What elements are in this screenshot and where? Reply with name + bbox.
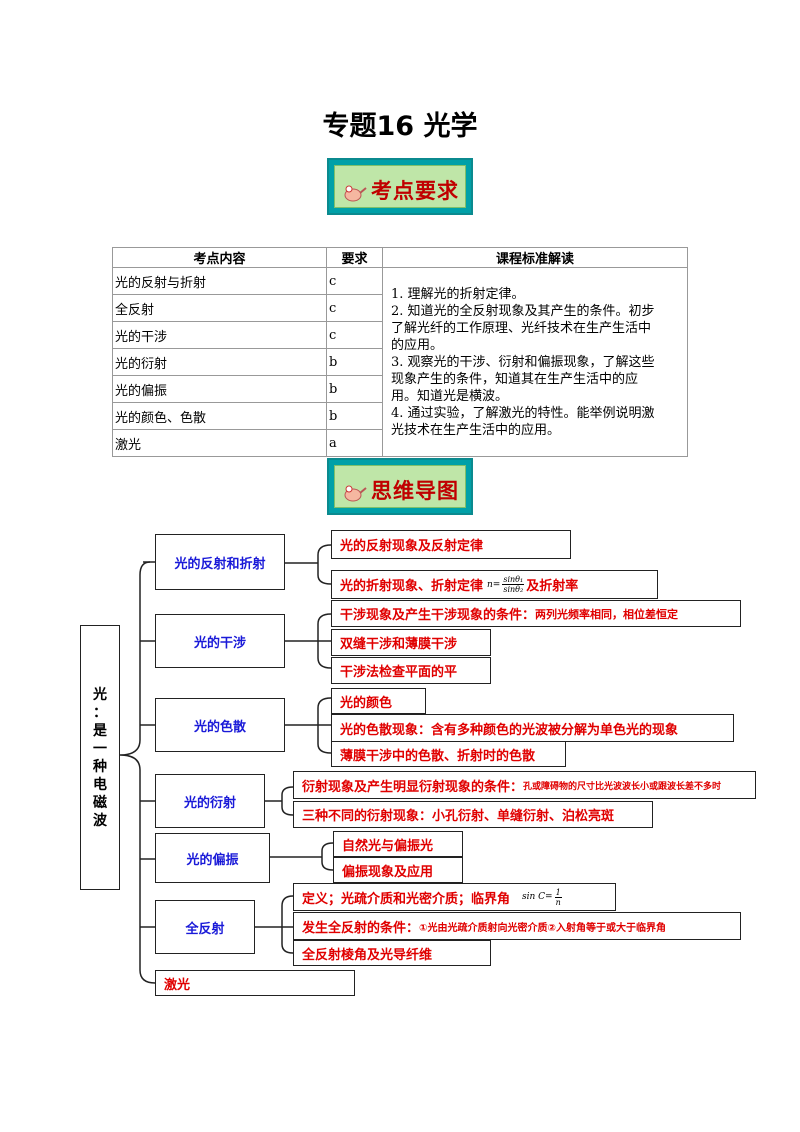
leaf-critical-angle: 定义；光疏介质和光密介质；临界角 sin C= 1 n bbox=[293, 883, 616, 911]
formula-fraction: 1 n bbox=[554, 887, 562, 907]
table-row: 激光 a bbox=[112, 429, 688, 457]
topic-cell: 光的衍射 bbox=[112, 348, 327, 376]
topic-cell: 光的反射与折射 bbox=[112, 267, 327, 295]
siwei-badge: 思维导图 bbox=[327, 458, 473, 515]
table-row: 光的偏振 b bbox=[112, 375, 688, 403]
refraction-formula: n= sinθ₁ sinθ₂ bbox=[487, 575, 525, 594]
leaf-natural-polarized: 自然光与偏振光 bbox=[333, 831, 463, 857]
kaodian-badge: 考点要求 bbox=[327, 158, 473, 215]
table-row: 全反射 c bbox=[112, 294, 688, 322]
leaf-total-condition-text: 发生全反射的条件： bbox=[302, 920, 420, 936]
level-cell: b bbox=[326, 348, 383, 376]
standard-line: 了解光纤的工作原理、光纤技术在生产生活中 bbox=[391, 320, 652, 336]
category-dispersion: 光的色散 bbox=[155, 698, 285, 752]
standard-line: 现象产生的条件，知道其在生产生活中的应 bbox=[391, 371, 639, 387]
leaf-refraction-text: 光的折射现象、折射定律 bbox=[340, 579, 484, 594]
standard-cell: 1. 理解光的折射定律。 2. 知道光的全反射现象及其产生的条件。初步 了解光纤… bbox=[382, 267, 688, 457]
formula-denominator: sinθ₂ bbox=[503, 585, 524, 594]
root-char: 波 bbox=[93, 812, 107, 829]
siwei-badge-label: 思维导图 bbox=[371, 479, 459, 503]
leaf-dispersion-phenomenon: 光的色散现象：含有多种颜色的光波被分解为单色光的现象 bbox=[331, 714, 734, 742]
category-polarization: 光的偏振 bbox=[155, 833, 270, 883]
kaodian-badge-label: 考点要求 bbox=[371, 179, 459, 203]
formula-lhs: sin C= bbox=[522, 892, 553, 902]
leaf-total-condition-detail: ①光由光疏介质射向光密介质②入射角等于或大于临界角 bbox=[419, 922, 666, 934]
leaf-critical-text: 定义；光疏介质和光密介质；临界角 bbox=[302, 891, 511, 907]
leaf-diffraction-text: 衍射现象及产生明显衍射现象的条件： bbox=[302, 779, 524, 795]
root-char: 电 bbox=[93, 776, 107, 793]
table-row: 光的颜色、色散 b bbox=[112, 402, 688, 430]
root-char: 磁 bbox=[93, 794, 107, 811]
root-char: 种 bbox=[93, 758, 107, 775]
root-char: 一 bbox=[93, 740, 107, 757]
requirements-table: 考点内容 要求 课程标准解读 光的反射与折射 c 1. 理解光的折射定律。 2.… bbox=[112, 247, 688, 457]
leaf-interference-condition: 干涉现象及产生干涉现象的条件： 两列光频率相同，相位差恒定 bbox=[331, 600, 741, 627]
leaf-double-slit: 双缝干涉和薄膜干涉 bbox=[331, 629, 491, 656]
header-standard: 课程标准解读 bbox=[382, 247, 688, 268]
standard-line: 2. 知道光的全反射现象及其产生的条件。初步 bbox=[391, 303, 655, 319]
leaf-film-dispersion: 薄膜干涉中的色散、折射时的色散 bbox=[331, 741, 566, 767]
leaf-interference-detail: 两列光频率相同，相位差恒定 bbox=[535, 607, 679, 621]
critical-angle-formula: sin C= 1 n bbox=[522, 888, 562, 907]
standard-line: 1. 理解光的折射定律。 bbox=[391, 286, 525, 302]
category-laser: 激光 bbox=[155, 970, 355, 996]
standard-line: 4. 通过实验，了解激光的特性。能举例说明激 bbox=[391, 405, 655, 421]
level-cell: a bbox=[326, 429, 383, 457]
leaf-light-color: 光的颜色 bbox=[331, 688, 426, 714]
teapot-icon bbox=[344, 485, 367, 502]
leaf-diffraction-detail: 孔或障碍物的尺寸比光波波长小或跟波长差不多时 bbox=[523, 781, 722, 792]
topic-cell: 光的偏振 bbox=[112, 375, 327, 403]
root-char: ： bbox=[93, 704, 107, 721]
formula-n: n= bbox=[487, 579, 501, 590]
header-topic: 考点内容 bbox=[112, 247, 327, 268]
table-row: 光的衍射 b bbox=[112, 348, 688, 376]
category-diffraction: 光的衍射 bbox=[155, 774, 265, 828]
topic-cell: 全反射 bbox=[112, 294, 327, 322]
category-total-reflection: 全反射 bbox=[155, 900, 255, 954]
category-reflection-refraction: 光的反射和折射 bbox=[155, 534, 285, 590]
leaf-refraction-suffix: 及折射率 bbox=[526, 579, 579, 594]
leaf-reflection-law: 光的反射现象及反射定律 bbox=[331, 530, 571, 559]
teapot-icon bbox=[344, 185, 367, 202]
standard-line: 用。知道光是横波。 bbox=[391, 388, 509, 404]
formula-fraction: sinθ₁ sinθ₂ bbox=[502, 575, 525, 594]
root-char: 是 bbox=[93, 722, 107, 739]
mindmap-root: 光 ： 是 一 种 电 磁 波 bbox=[80, 625, 120, 890]
leaf-total-reflection-condition: 发生全反射的条件： ①光由光疏介质射向光密介质②入射角等于或大于临界角 bbox=[293, 912, 741, 940]
topic-cell: 光的颜色、色散 bbox=[112, 402, 327, 430]
table-row: 光的反射与折射 c 1. 理解光的折射定律。 2. 知道光的全反射现象及其产生的… bbox=[112, 267, 688, 457]
category-interference: 光的干涉 bbox=[155, 614, 285, 668]
standard-line: 的应用。 bbox=[391, 337, 444, 353]
level-cell: c bbox=[326, 267, 383, 295]
formula-numerator: 1 bbox=[554, 887, 562, 898]
leaf-refraction-law: 光的折射现象、折射定律 n= sinθ₁ sinθ₂ 及折射率 bbox=[331, 570, 658, 599]
leaf-polarization-application: 偏振现象及应用 bbox=[333, 857, 463, 883]
standard-line: 光技术在生产生活中的应用。 bbox=[391, 422, 561, 438]
root-char: 光 bbox=[93, 686, 107, 703]
leaf-flatness-check: 干涉法检查平面的平 bbox=[331, 657, 491, 684]
table-header-row: 考点内容 要求 课程标准解读 bbox=[112, 247, 688, 268]
leaf-prism-fiber: 全反射棱角及光导纤维 bbox=[293, 940, 491, 966]
leaf-interference-text: 干涉现象及产生干涉现象的条件： bbox=[340, 608, 536, 623]
leaf-diffraction-condition: 衍射现象及产生明显衍射现象的条件： 孔或障碍物的尺寸比光波波长小或跟波长差不多时 bbox=[293, 771, 756, 799]
leaf-diffraction-types: 三种不同的衍射现象：小孔衍射、单缝衍射、泊松亮斑 bbox=[293, 801, 653, 828]
page-title: 专题16 光学 bbox=[322, 111, 478, 142]
formula-denominator: n bbox=[555, 897, 561, 907]
formula-numerator: sinθ₁ bbox=[502, 575, 525, 585]
standard-line: 3. 观察光的干涉、衍射和偏振现象，了解这些 bbox=[391, 354, 655, 370]
